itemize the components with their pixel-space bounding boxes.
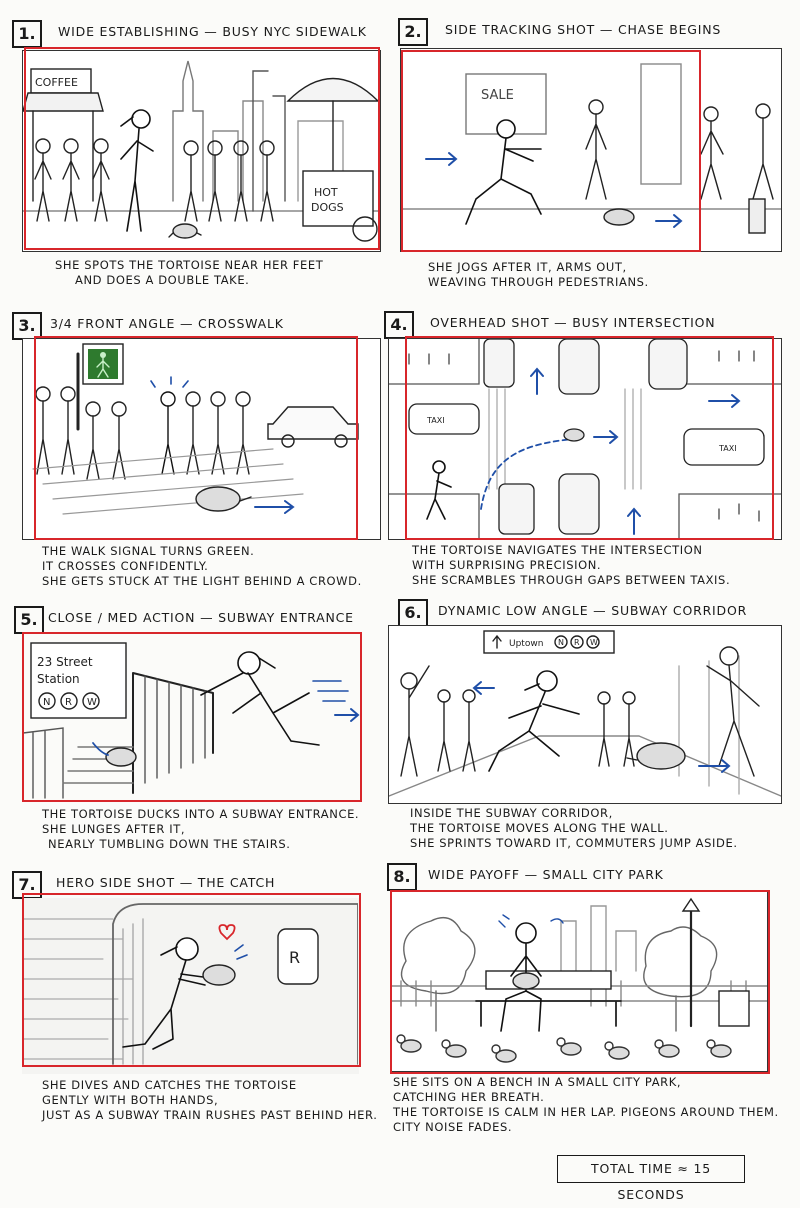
panel-number: 6.	[398, 599, 428, 627]
chase-scene-sketch: SALE	[401, 63, 781, 234]
svg-text:R: R	[289, 948, 300, 967]
svg-text:Uptown: Uptown	[509, 639, 543, 649]
panel-frame: TAXI TAXI	[388, 338, 782, 540]
panel-frame: Uptown N R W	[388, 625, 782, 804]
panel-caption: She spots the tortoise near her feet and…	[55, 258, 324, 287]
crosswalk-scene-sketch	[32, 343, 359, 515]
panel-caption: Inside the subway corridor, the tortoise…	[410, 806, 738, 850]
city-park-sketch	[391, 897, 767, 1063]
svg-text:N: N	[558, 638, 564, 647]
panel-title: Hero side shot — The catch	[56, 875, 276, 890]
svg-text:Station: Station	[37, 672, 80, 686]
panel-title: Dynamic low angle — Subway corridor	[438, 603, 748, 618]
total-time-badge: Total time ≈ 15 seconds	[557, 1155, 745, 1202]
svg-text:W: W	[590, 638, 598, 647]
panel-caption: She dives and catches the tortoise gentl…	[42, 1078, 378, 1122]
catch-scene-sketch: R	[23, 903, 358, 1065]
panel-caption: She sits on a bench in a small city park…	[393, 1075, 779, 1134]
panel-caption: She jogs after it, arms out, weaving thr…	[428, 260, 649, 289]
svg-text:DOGS: DOGS	[311, 201, 344, 214]
panel-frame: SALE	[400, 48, 782, 252]
panel-frame	[22, 338, 381, 540]
svg-text:R: R	[65, 697, 72, 708]
panel-frame	[390, 890, 768, 1072]
subway-corridor-sketch: Uptown N R W	[389, 630, 781, 797]
subway-entrance-sketch: 23 Street Station N R W	[23, 642, 360, 799]
panel-title: Wide establishing — Busy NYC sidewalk	[58, 24, 367, 39]
panel-caption: The tortoise ducks into a subway entranc…	[42, 807, 360, 851]
panel-number: 1.	[12, 20, 42, 48]
svg-text:TAXI: TAXI	[426, 416, 445, 425]
svg-text:COFFEE: COFFEE	[35, 76, 78, 89]
svg-text:TAXI: TAXI	[718, 444, 737, 453]
panel-number: 7.	[12, 871, 42, 899]
panel-number: 3.	[12, 312, 42, 340]
svg-text:23 Street: 23 Street	[37, 655, 93, 669]
panel-caption: The tortoise navigates the intersection …	[412, 543, 731, 587]
panel-title: Close / med action — Subway entrance	[48, 610, 354, 625]
svg-text:N: N	[43, 697, 50, 708]
svg-text:R: R	[574, 638, 580, 647]
panel-title: Side tracking shot — Chase begins	[445, 22, 722, 37]
sidewalk-scene-sketch: HOT DOGS COFFEE	[23, 60, 380, 242]
panel-frame: 23 Street Station N R W	[22, 632, 381, 804]
panel-number: 2.	[398, 18, 428, 46]
panel-caption: The walk signal turns green. It crosses …	[42, 544, 362, 588]
panel-frame: HOT DOGS COFFEE	[22, 50, 381, 252]
intersection-scene-sketch: TAXI TAXI	[389, 339, 781, 539]
panel-frame: R	[22, 898, 359, 1074]
panel-number: 4.	[384, 311, 414, 339]
panel-number: 5.	[14, 606, 44, 634]
panel-title: Overhead shot — Busy intersection	[430, 315, 716, 330]
svg-text:SALE: SALE	[481, 88, 514, 103]
panel-number: 8.	[387, 863, 417, 891]
panel-title: Wide payoff — Small city park	[428, 867, 664, 882]
svg-text:HOT: HOT	[314, 186, 338, 199]
svg-text:W: W	[87, 697, 97, 708]
panel-title: 3/4 front angle — Crosswalk	[50, 316, 284, 331]
